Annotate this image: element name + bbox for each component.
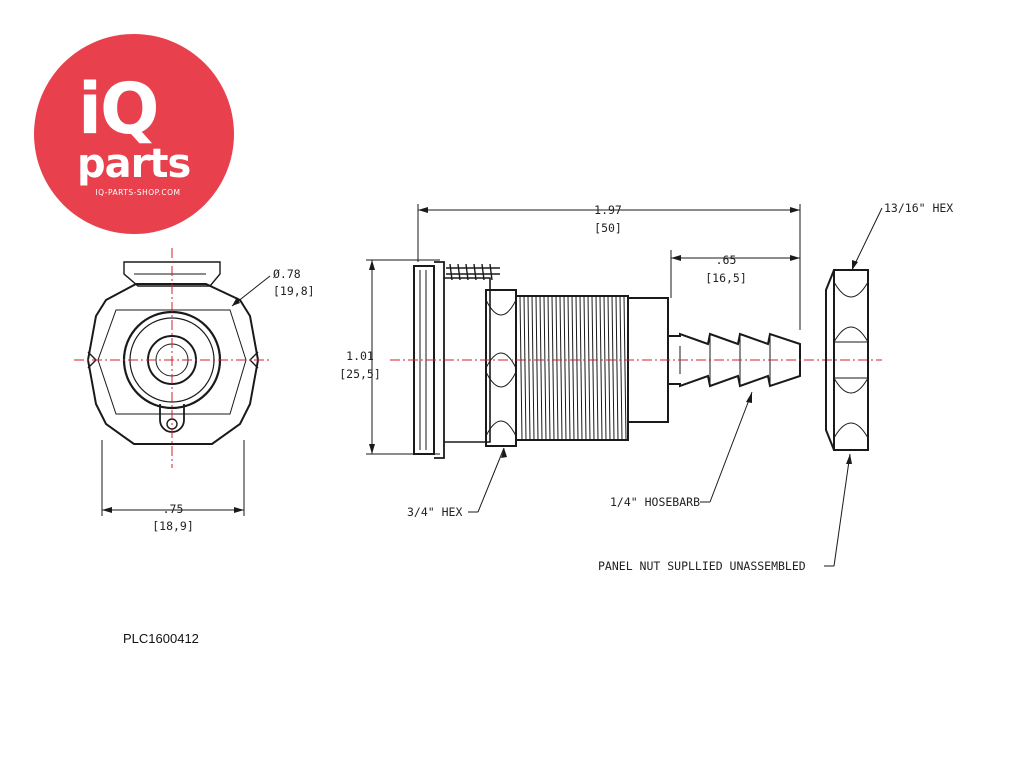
thread-line [519,295,523,441]
hex-leader [477,447,505,513]
hosebarb-leader [709,391,753,503]
panel-nut-outline [833,269,869,451]
height-inch-label: 1.01 [346,349,374,363]
thread-line [607,295,611,441]
thread-line [531,295,535,441]
thread-line [527,295,531,441]
panel-nut-view [824,207,883,567]
thread-line [523,295,527,441]
nut-hex-callout: 13/16" HEX [884,201,953,215]
front-body-outline [86,283,260,445]
thread-line [575,295,579,441]
latch-spring [446,263,500,281]
coupling-face-plate [413,265,435,455]
thread-line [611,295,615,441]
thread-line [563,295,567,441]
front-diameter-inch-label: Ø.78 [273,267,301,281]
logo-brand-bottom: parts [77,141,191,187]
barb-length-inch-label: .65 [716,253,737,267]
thread-line [619,295,623,441]
hosebarb-callout: 1/4" HOSEBARB [610,495,700,509]
front-view [74,248,272,516]
body-hex-nut [485,289,517,447]
thread-line [587,295,591,441]
thread-line [535,295,539,441]
panel-nut-leader [833,453,851,567]
thread-line [595,295,599,441]
panel-nut-callout: PANEL NUT SUPLLIED UNASSEMBLED [598,559,806,573]
overall-length-inch-label: 1.97 [594,203,622,217]
side-view [366,204,882,513]
front-diameter-mm-label: [19,8] [273,284,315,298]
thread-line [571,295,575,441]
thread-line [551,295,555,441]
logo-url: IQ-PARTS-SHOP.COM [95,188,181,197]
thread-line [547,295,551,441]
thread-line [591,295,595,441]
nut-hex-leader [851,207,883,271]
logo-brand-top: iQ [78,68,160,150]
part-number: PLC1600412 [123,631,199,646]
front-width-mm-label: [18,9] [152,519,194,533]
barb-length-mm-label: [16,5] [705,271,747,285]
overall-length-mm-label: [50] [594,221,622,235]
body-hex-callout: 3/4" HEX [407,505,462,519]
height-mm-label: [25,5] [339,367,381,381]
thread-line [599,295,603,441]
thread-line [555,295,559,441]
thread-line [559,295,563,441]
thread-line [543,295,547,441]
thread-line [603,295,607,441]
thread-line [539,295,543,441]
thread-line [615,295,619,441]
thread-line [567,295,571,441]
front-width-inch-label: .75 [163,502,184,516]
thread-line [623,295,627,441]
thread-line [583,295,587,441]
iq-parts-logo: iQ parts IQ-PARTS-SHOP.COM [34,34,234,234]
hose-barb [667,332,801,388]
thread-line [579,295,583,441]
